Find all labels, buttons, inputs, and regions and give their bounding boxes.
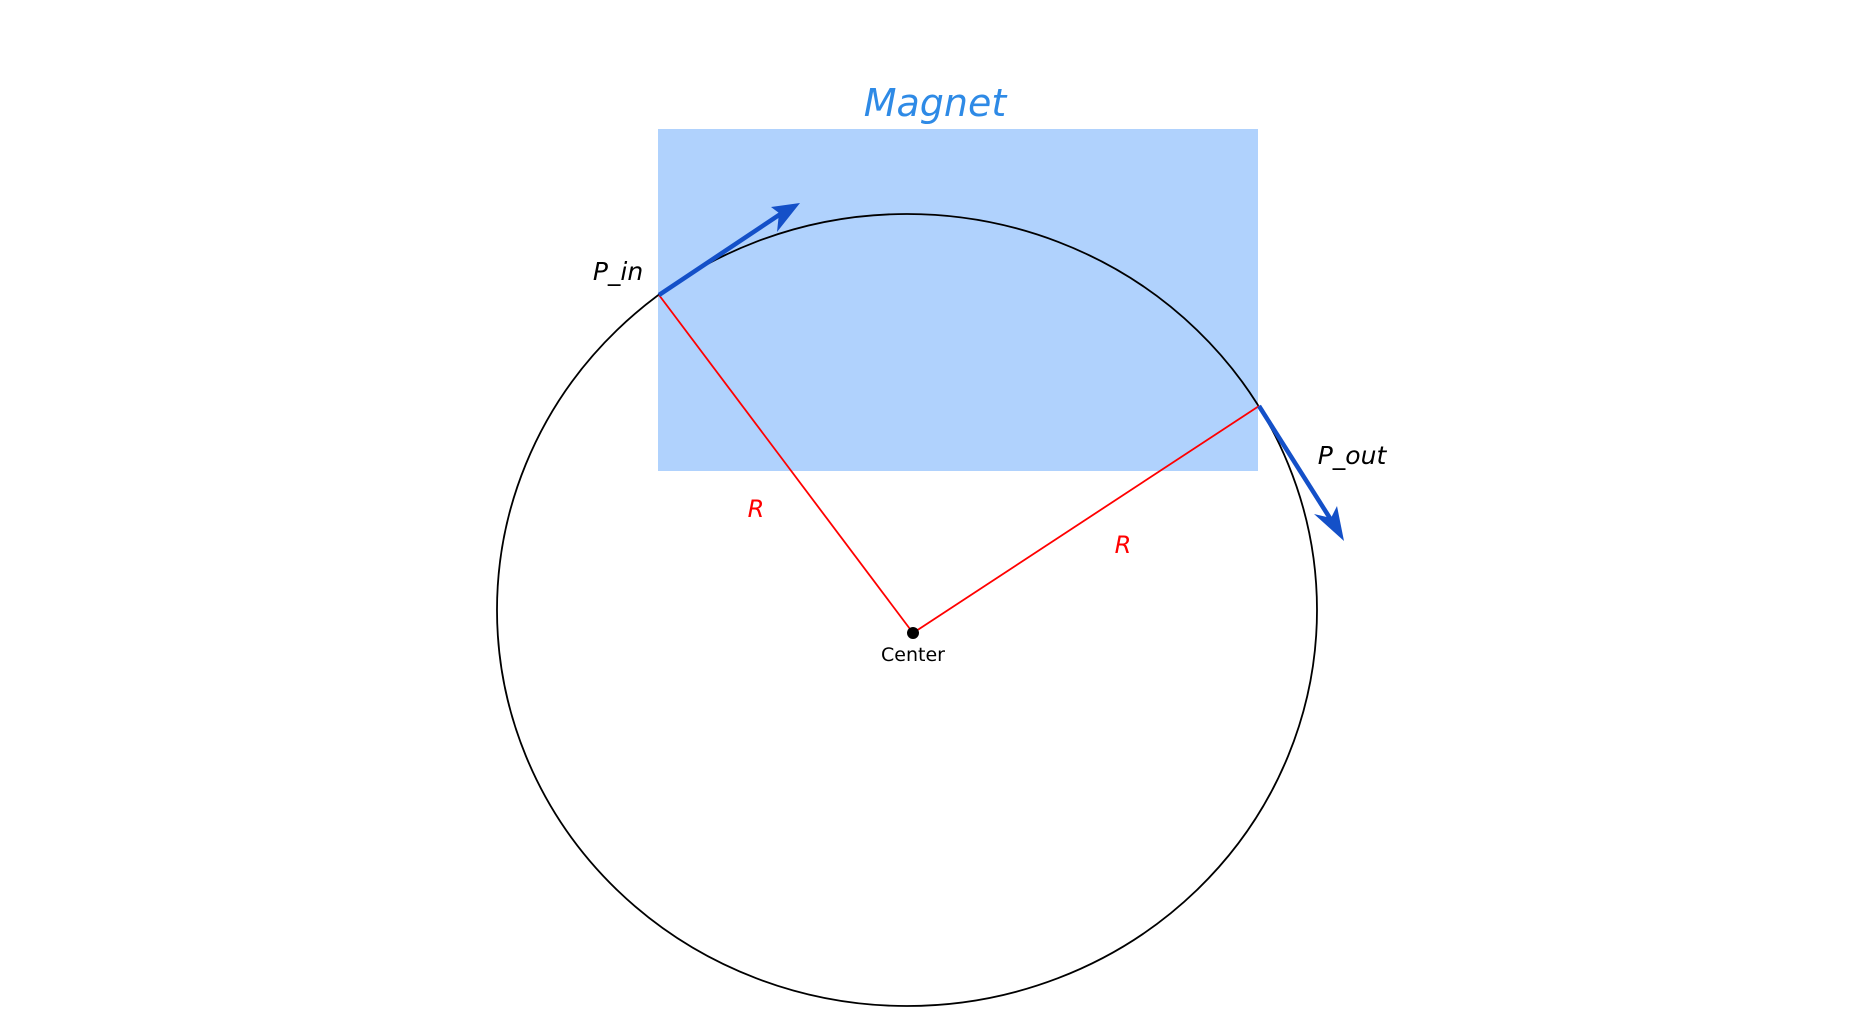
- momentum-in-label: P_in: [593, 257, 643, 286]
- center-point: [907, 627, 919, 639]
- momentum-out-arrow-head: [1314, 506, 1344, 541]
- center-label: Center: [881, 644, 945, 666]
- momentum-out-arrow: [1257, 404, 1344, 541]
- momentum-in-arrow-shaft: [657, 209, 787, 297]
- radius-line-right: [912, 405, 1260, 634]
- radius-line-left: [658, 294, 914, 634]
- momentum-out-arrow-shaft: [1257, 404, 1335, 525]
- radius-label-right: R: [1115, 531, 1132, 559]
- magnet-label: Magnet: [864, 81, 1009, 125]
- orbit-circle: [496, 213, 1318, 1007]
- radius-label-left: R: [748, 495, 765, 523]
- magnet-region: [658, 129, 1258, 471]
- momentum-out-label: P_out: [1318, 441, 1388, 470]
- momentum-in-arrow: [657, 203, 800, 297]
- momentum-in-arrow-head: [771, 203, 800, 232]
